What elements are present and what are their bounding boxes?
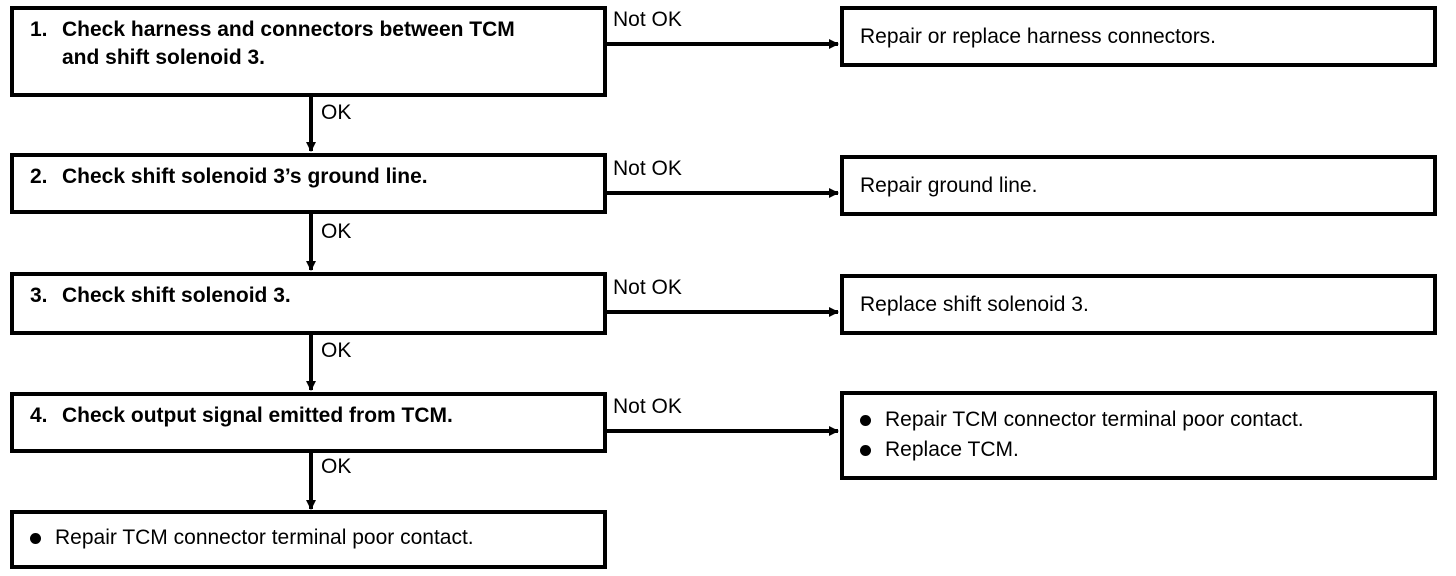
result-2-box: Repair ground line. bbox=[840, 155, 1437, 216]
result-4-bullet-2: Replace TCM. bbox=[885, 438, 1019, 461]
ok-label-2: OK bbox=[321, 220, 352, 243]
step-2-text: Check shift solenoid 3’s ground line. bbox=[62, 165, 428, 188]
not-ok-label-4: Not OK bbox=[613, 395, 682, 418]
result-1-text: Repair or replace harness connectors. bbox=[860, 25, 1217, 48]
step-2-number: 2. bbox=[30, 165, 48, 188]
step-3-text: Check shift solenoid 3. bbox=[62, 284, 291, 307]
step-4-text: Check output signal emitted from TCM. bbox=[62, 404, 453, 427]
step-1-box: 1. Check harness and connectors between … bbox=[10, 6, 607, 97]
final-result-text: Repair TCM connector terminal poor conta… bbox=[55, 526, 474, 549]
bullet-icon bbox=[30, 532, 41, 544]
ok-label-4: OK bbox=[321, 455, 352, 478]
step-2-box: 2. Check shift solenoid 3’s ground line. bbox=[10, 153, 607, 214]
not-ok-label-1: Not OK bbox=[613, 8, 682, 31]
not-ok-label-2: Not OK bbox=[613, 157, 682, 180]
result-4-box: Repair TCM connector terminal poor conta… bbox=[840, 391, 1437, 480]
bullet-icon bbox=[860, 414, 871, 426]
step-3-box: 3. Check shift solenoid 3. bbox=[10, 272, 607, 335]
ok-label-3: OK bbox=[321, 339, 352, 362]
result-3-text: Replace shift solenoid 3. bbox=[860, 293, 1089, 316]
step-1-text-line-2: and shift solenoid 3. bbox=[62, 46, 266, 69]
result-1-box: Repair or replace harness connectors. bbox=[840, 6, 1437, 67]
step-3-number: 3. bbox=[30, 284, 48, 307]
result-2-text: Repair ground line. bbox=[860, 174, 1038, 197]
not-ok-label-3: Not OK bbox=[613, 276, 682, 299]
step-1-text-line-1: Check harness and connectors between TCM bbox=[62, 18, 515, 41]
step-4-number: 4. bbox=[30, 404, 48, 427]
final-result-box: Repair TCM connector terminal poor conta… bbox=[10, 510, 607, 569]
bullet-icon bbox=[860, 444, 871, 456]
ok-label-1: OK bbox=[321, 101, 352, 124]
step-4-box: 4. Check output signal emitted from TCM. bbox=[10, 392, 607, 453]
step-1-number: 1. bbox=[30, 18, 48, 41]
result-3-box: Replace shift solenoid 3. bbox=[840, 274, 1437, 335]
result-4-bullet-1: Repair TCM connector terminal poor conta… bbox=[885, 408, 1304, 431]
